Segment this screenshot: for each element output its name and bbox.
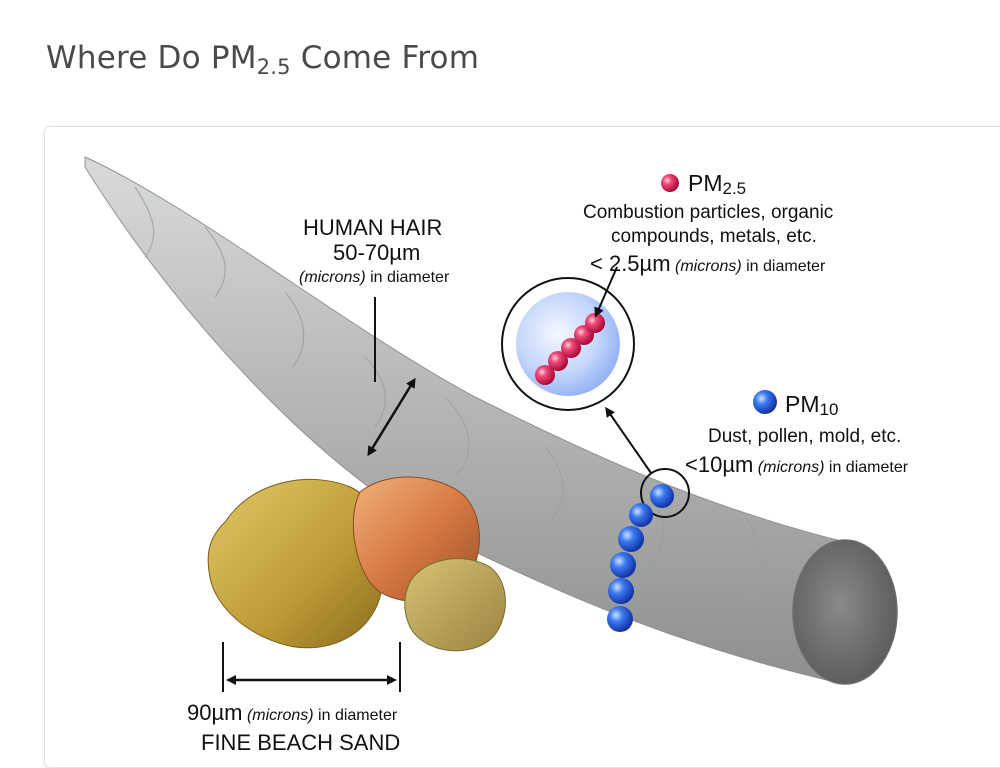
pm25-desc-line2: compounds, metals, etc.	[611, 226, 817, 247]
hair-cross-section	[792, 539, 898, 685]
magnify-arrow	[605, 406, 652, 474]
pm25-title: PM2.5	[688, 170, 747, 198]
sand-size-label: 90µm (microns) in diameter	[187, 700, 398, 725]
hair-diameter-note: (microns) in diameter	[299, 269, 450, 286]
pm10-size-label: <10µm (microns) in diameter	[685, 452, 909, 477]
particle-size-diagram	[84, 156, 898, 692]
sand-name-label: FINE BEACH SAND	[201, 730, 401, 755]
pm25-legend-dot	[661, 174, 679, 192]
pm10-in-ring	[650, 484, 674, 508]
pm25-pointer-arrow	[594, 266, 618, 318]
pm10-magnify-ring	[640, 468, 690, 518]
sand-grain-yellow	[207, 478, 385, 649]
pm10-particle-chain	[607, 503, 653, 632]
pm25-desc-line1: Combustion particles, organic	[583, 202, 834, 223]
page-title: Where Do PM2.5 Come From	[46, 40, 480, 79]
hair-name-label: HUMAN HAIR	[303, 215, 443, 240]
diagram-card: HUMAN HAIR 50-70µm (microns) in diameter…	[44, 126, 1000, 768]
sand-grain-small	[404, 558, 506, 652]
pm25-particle-chain	[535, 313, 605, 385]
pm10-title: PM10	[785, 391, 839, 419]
pm10-legend-dot	[753, 390, 777, 414]
hair-size-label: 50-70µm	[333, 240, 421, 265]
pm25-magnify-ring	[501, 277, 635, 411]
pm10-desc: Dust, pollen, mold, etc.	[708, 426, 902, 447]
hair-diameter-arrow	[367, 377, 416, 457]
pm25-size-label: < 2.5µm (microns) in diameter	[590, 251, 826, 276]
